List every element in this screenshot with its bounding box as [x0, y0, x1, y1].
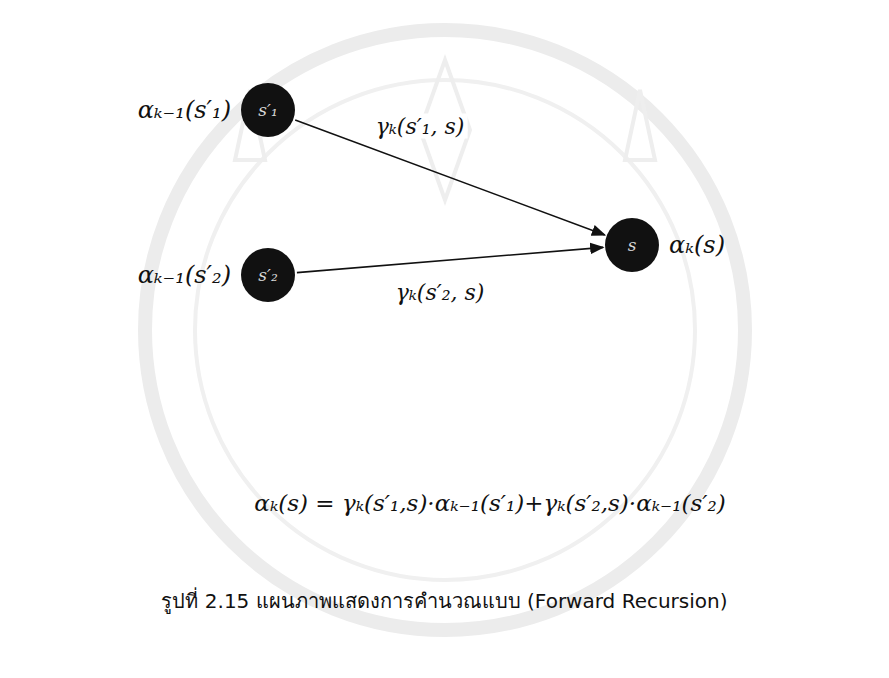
seal-ring [145, 30, 745, 630]
state-circle: sαₖ(s) [605, 218, 659, 272]
state-circle: αₖ₋₁(s′₂)s′₂ [241, 248, 295, 302]
alpha-label: αₖ(s) [669, 231, 725, 259]
state-name: s [605, 218, 659, 272]
gamma-label: γₖ(s′₁, s) [373, 114, 468, 139]
state-name: s′₁ [241, 83, 295, 137]
state-circle: αₖ₋₁(s′₁)s′₁ [241, 83, 295, 137]
seal-tower [235, 90, 655, 160]
transition-arrow [297, 247, 603, 272]
alpha-label: αₖ₋₁(s′₁) [138, 96, 231, 124]
gamma-label: γₖ(s′₂, s) [393, 280, 488, 305]
figure-caption: รูปที่ 2.15 แผนภาพแสดงการคำนวณแบบ (Forwa… [20, 585, 869, 617]
state-name: s′₂ [241, 248, 295, 302]
recursion-equation: αₖ(s) = γₖ(s′₁,s)·αₖ₋₁(s′₁)+γₖ(s′₂,s)·αₖ… [110, 490, 870, 516]
alpha-label: αₖ₋₁(s′₂) [138, 261, 231, 289]
